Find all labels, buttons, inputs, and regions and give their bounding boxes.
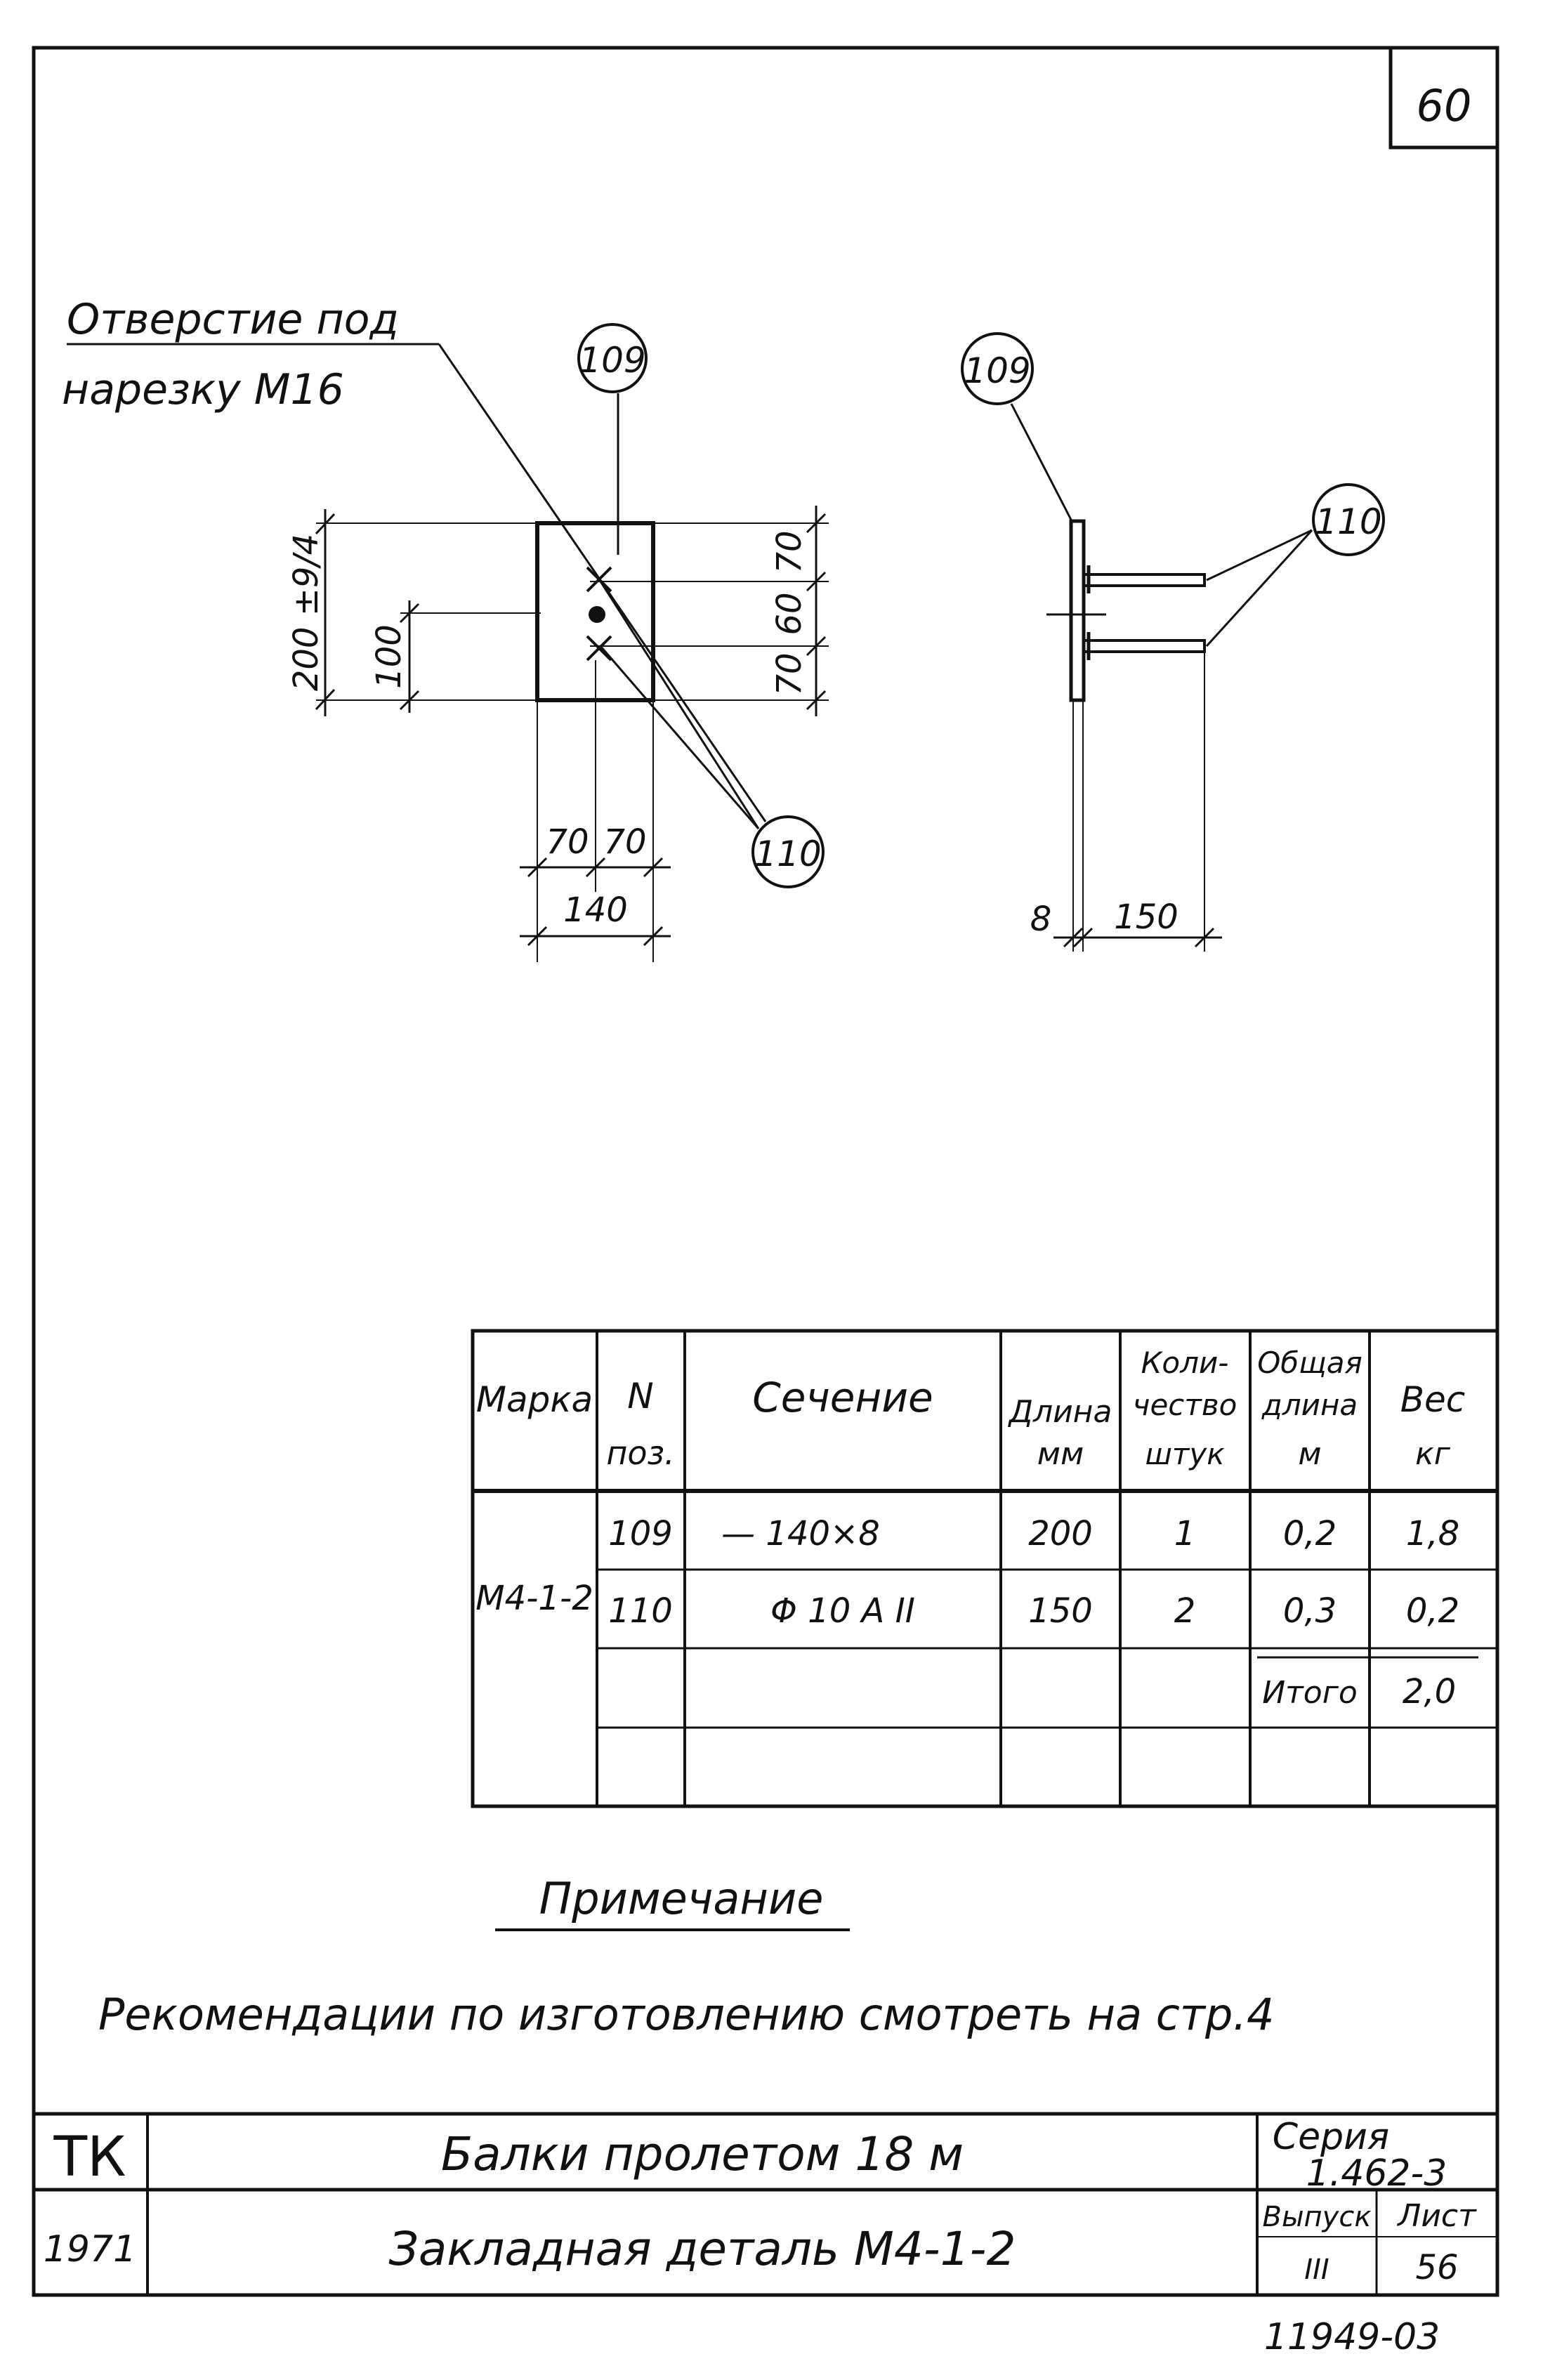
issue-value: III [1304, 2254, 1329, 2286]
callout-109-side [961, 332, 1034, 405]
header-mark: Марка [476, 1379, 593, 1420]
cell-section: — 140×8 [721, 1514, 880, 1553]
dim-mid: 60 [770, 592, 809, 635]
cell-weight: 0,2 [1406, 1591, 1459, 1631]
spec-table: Марка N поз. Сечение Длина мм Коли- чест… [471, 1329, 1499, 1808]
sheet-value: 56 [1415, 2248, 1458, 2287]
rod-upper [1082, 573, 1206, 587]
header-length-1: Длина [1008, 1394, 1112, 1430]
dim-plate-thickness: 8 [1030, 900, 1052, 939]
header-pos-2: поз. [606, 1434, 674, 1472]
archive-stamp: 11949-03 [1264, 2316, 1440, 2358]
note-text: Рекомендации по изготовлению смотреть на… [98, 1989, 1274, 2040]
series-value: 1.462-3 [1306, 2152, 1447, 2195]
hole-markers [586, 566, 612, 662]
hole-note-line1: Отверстие под [67, 295, 399, 344]
header-total-length-3: м [1298, 1436, 1321, 1472]
table-row: 110 Φ 10 А II 150 2 0,3 0,2 [608, 1591, 1459, 1631]
dim-left-half: 70 [546, 822, 589, 862]
callout-110-side [1312, 483, 1385, 556]
cell-total-length: 0,2 [1283, 1514, 1337, 1553]
title-line2: Закладная деталь М4-1-2 [389, 2222, 1016, 2276]
dim-hole-height: 100 [369, 624, 409, 689]
table-row: 109 — 140×8 200 1 0,2 1,8 [608, 1514, 1459, 1553]
callout-110-front-label: 110 [754, 834, 821, 874]
callout-109 [577, 323, 648, 393]
callout-109-label: 109 [579, 340, 645, 381]
header-section: Сечение [752, 1374, 933, 1421]
cell-total-weight: 2,0 [1403, 1672, 1456, 1711]
header-length-2: мм [1037, 1436, 1084, 1472]
title-year: 1971 [44, 2228, 136, 2270]
header-total-length-2: длина [1261, 1388, 1358, 1422]
callout-110-front [751, 815, 825, 888]
sheet-frame [32, 46, 1499, 2297]
dim-bottom: 70 [770, 652, 809, 695]
note: Примечание Рекомендации по изготовлению … [98, 1873, 1274, 2040]
header-weight-1: Вес [1400, 1379, 1466, 1420]
cell-pos: 109 [608, 1514, 673, 1553]
cell-total-length: 0,3 [1283, 1591, 1337, 1631]
side-view: 109 110 8 150 [961, 332, 1385, 952]
cell-length: 150 [1028, 1591, 1093, 1631]
dim-top: 70 [770, 530, 809, 573]
dim-rod-length: 150 [1114, 898, 1178, 937]
dim-width: 140 [563, 890, 628, 930]
front-view: Отверстие под нарезку М16 109 200 ±9/4 [62, 295, 829, 962]
header-total-length-1: Общая [1257, 1346, 1363, 1380]
series-label: Серия [1273, 2116, 1389, 2158]
sheet-number: 60 [1417, 80, 1472, 131]
header-weight-2: кг [1415, 1436, 1451, 1472]
cell-pos: 110 [608, 1591, 673, 1631]
title-org: ТК [53, 2126, 126, 2189]
plate-side [1069, 519, 1086, 702]
header-qty-1: Коли- [1141, 1346, 1229, 1380]
cell-length: 200 [1028, 1514, 1093, 1553]
dim-right-half: 70 [603, 822, 646, 862]
header-qty-2: чество [1133, 1388, 1237, 1422]
cell-weight: 1,8 [1406, 1514, 1459, 1553]
cell-qty: 1 [1174, 1514, 1196, 1553]
header-qty-3: штук [1145, 1437, 1225, 1471]
dim-overall-height: 200 ±9/4 [287, 534, 326, 691]
cell-section: Φ 10 А II [770, 1591, 915, 1631]
hole-note-line2: нарезку М16 [62, 365, 344, 414]
callout-110-side-label: 110 [1315, 501, 1381, 542]
title-block: ТК 1971 Балки пролетом 18 м Закладная де… [34, 2112, 1497, 2295]
rod-lower [1082, 639, 1206, 653]
issue-label: Выпуск [1263, 2201, 1372, 2233]
cell-mark: М4-1-2 [475, 1579, 593, 1618]
cell-total-label: Итого [1262, 1675, 1358, 1711]
sheet-label: Лист [1396, 2198, 1477, 2234]
cell-qty: 2 [1174, 1591, 1196, 1631]
sheet-number-box [1388, 46, 1499, 150]
title-line1: Балки пролетом 18 м [441, 2127, 964, 2181]
note-title: Примечание [539, 1873, 824, 1924]
header-pos-1: N [627, 1376, 653, 1416]
callout-109-side-label: 109 [964, 350, 1030, 391]
